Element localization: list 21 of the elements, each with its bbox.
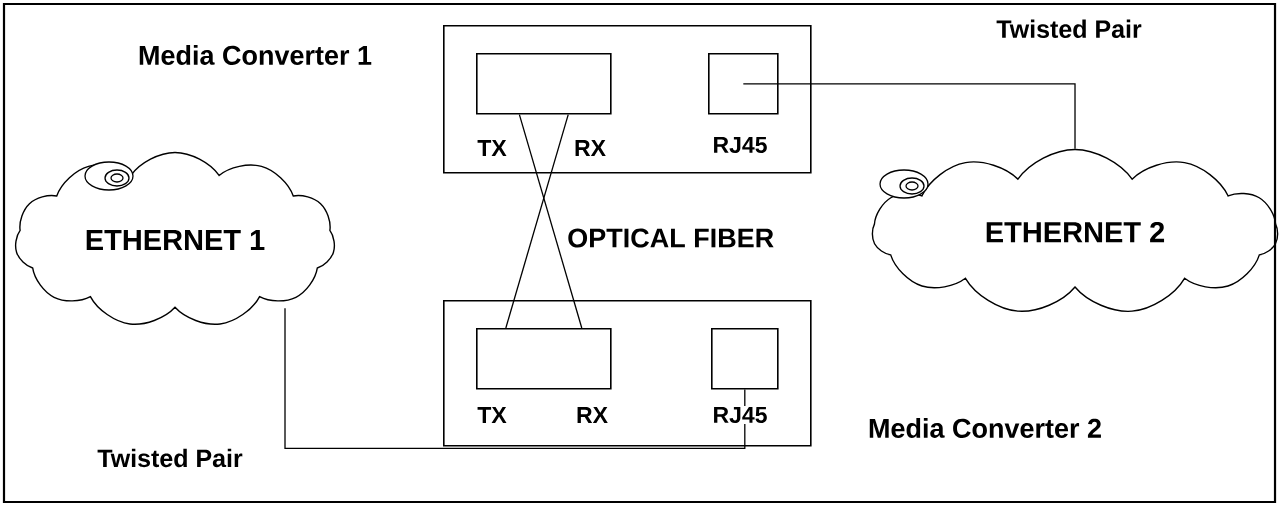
port-label: TX — [476, 139, 508, 157]
node-label: Media Converter 1 — [139, 45, 372, 65]
node-label: Media Converter 2 — [869, 418, 1101, 438]
cloud: ETHERNET 1 — [14, 151, 336, 325]
port-box — [708, 53, 779, 115]
cable-line — [284, 307, 746, 449]
port-label: TX — [476, 406, 508, 424]
edge-label: Twisted Pair — [996, 19, 1142, 38]
port-label: RX — [573, 139, 607, 157]
port-box — [476, 328, 612, 390]
fiber-line — [518, 113, 583, 329]
port-box — [476, 53, 612, 115]
port-label: RX — [575, 406, 609, 424]
edge-label: OPTICAL FIBER — [566, 227, 776, 249]
edge-label: Twisted Pair — [97, 448, 243, 468]
cloud: ETHERNET 2 — [871, 148, 1279, 312]
cable-line — [742, 83, 1076, 150]
port-label: RJ45 — [711, 406, 769, 425]
fiber-line — [505, 113, 569, 329]
port-label: RJ45 — [711, 136, 769, 154]
port-box — [711, 328, 779, 390]
